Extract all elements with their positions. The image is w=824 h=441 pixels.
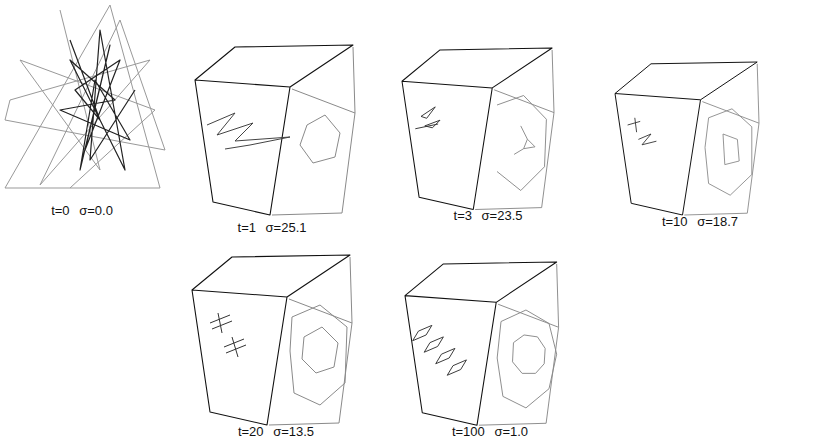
caption-label: t=0 σ=0.0	[51, 203, 113, 218]
caption-label: t=100 σ=1.0	[452, 424, 528, 439]
cube-t10	[615, 62, 759, 215]
cube-t20	[192, 255, 352, 425]
cube-t3	[402, 48, 554, 210]
caption-label: t=1 σ=25.1	[238, 220, 307, 235]
cube-t100	[405, 262, 559, 425]
tangled-mesh	[5, 5, 165, 188]
cube-t1	[195, 45, 355, 215]
caption-label: t=20 σ=13.5	[238, 424, 314, 439]
caption-label: t=10 σ=18.7	[662, 214, 738, 229]
caption-label: t=3 σ=23.5	[454, 208, 523, 223]
